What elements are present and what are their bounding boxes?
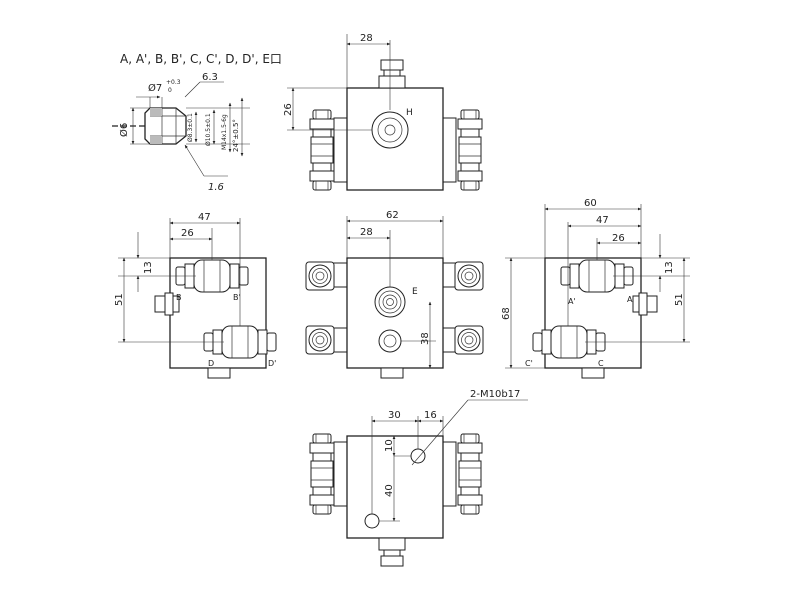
thread-detail: Ø7 +0.3 0 6.3 Ø6 Ø8.3±0.1 Ø10.5±0.1 M14x… [112,72,250,193]
top-view: H 28 26 [283,33,483,191]
port-b-prime-label: B' [233,293,241,302]
right-w60: 60 [584,198,597,209]
port-d-prime-label: D' [268,359,276,368]
right-h13: 13 [664,261,675,274]
port-d-label: D [208,359,214,368]
port-a-prime-label: A' [568,297,576,306]
right-view: A' A C' C 60 47 26 13 51 68 [501,198,690,379]
angle-label: 24°±0.5° [232,119,240,152]
bottom-w30: 30 [388,410,401,421]
left-w47: 47 [198,212,211,223]
left-h51: 51 [114,293,125,306]
holes-callout: 2-M10b17 [470,389,520,400]
thread-label: M14x1.5-6g [221,114,228,150]
right-w47: 47 [596,215,609,226]
d7-tol-up: +0.3 [166,79,181,86]
left-h13: 13 [143,261,154,274]
port-c-prime-label: C' [525,359,533,368]
port-e-label: E [412,287,418,297]
dim-b-label: Ø10.5±0.1 [205,113,212,146]
port-h-label: H [406,108,413,118]
top-h26: 26 [283,103,294,116]
front-view: E 62 28 38 [305,210,484,379]
front-h38: 38 [420,332,431,345]
bottom-w16: 16 [424,410,437,421]
roughness-1-6: 1.6 [208,182,224,193]
right-h51: 51 [674,293,685,306]
front-w62: 62 [386,210,399,221]
bottom-h10: 10 [384,439,395,452]
d7-label: Ø7 [148,82,162,94]
top-w28: 28 [360,33,373,44]
left-w26: 26 [181,228,194,239]
roughness-6-3: 6.3 [202,72,218,83]
d7-tol-low: 0 [168,87,172,94]
port-a-label: A [627,295,633,304]
bottom-view: 30 16 10 40 2-M10b17 [309,389,528,567]
port-b-label: B [176,293,182,302]
right-w26: 26 [612,233,625,244]
d6-label: Ø6 [118,123,130,137]
front-w28: 28 [360,227,373,238]
left-view: B B' D D' 47 26 13 51 [114,212,277,379]
port-legend: A, A', B, B', C, C', D, D', E口 [120,52,282,66]
dim-a-label: Ø8.3±0.1 [187,113,194,142]
right-h68: 68 [501,307,512,320]
bottom-h40: 40 [384,484,395,497]
port-c-label: C [598,359,604,368]
